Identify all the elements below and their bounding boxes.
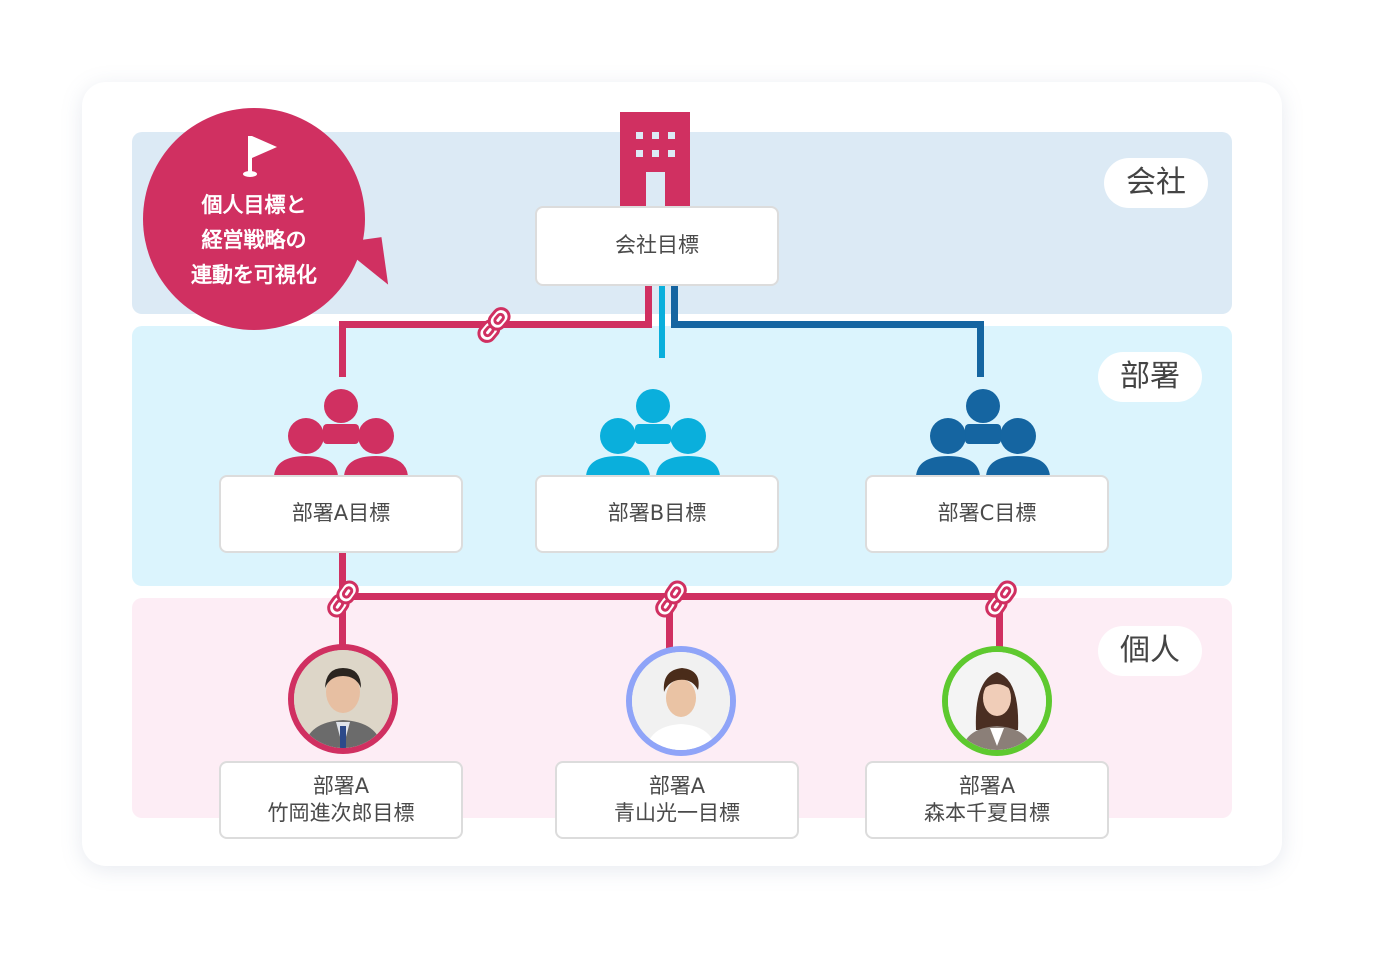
flag-icon	[243, 136, 277, 177]
department-c-goal-box: 部署C目標	[865, 475, 1109, 553]
department-b-goal-box: 部署B目標	[535, 475, 779, 553]
individual-3-goal: 森本千夏目標	[924, 801, 1050, 825]
tier-label-company: 会社	[1104, 158, 1208, 208]
avatar-individual-1	[288, 644, 398, 754]
department-c-goal-label: 部署C目標	[937, 501, 1037, 526]
individual-3-goal-box: 部署A 森本千夏目標	[865, 761, 1109, 839]
connector-company-c-vertical	[671, 284, 678, 328]
department-a-goal-box: 部署A目標	[219, 475, 463, 553]
person-photo	[632, 652, 730, 750]
individual-1-goal-box: 部署A 竹岡進次郎目標	[219, 761, 463, 839]
connector-company-a-vertical	[645, 284, 652, 328]
callout-line-1: 個人目標と	[201, 193, 307, 217]
connector-company-b	[659, 284, 665, 358]
individual-2-department: 部署A	[648, 773, 706, 798]
individual-3-department: 部署A	[958, 773, 1016, 798]
callout-line-3: 連動を可視化	[191, 263, 317, 287]
callout-line-2: 経営戦略の	[201, 228, 307, 252]
tier-label-individual: 個人	[1098, 626, 1202, 676]
avatar-individual-2	[626, 646, 736, 756]
link-icon	[655, 580, 687, 618]
building-icon	[620, 112, 690, 208]
person-photo	[948, 652, 1046, 750]
individual-2-goal: 青山光一目標	[614, 801, 740, 825]
department-a-goal-label: 部署A目標	[291, 501, 391, 526]
link-icon	[477, 307, 511, 343]
person-photo	[294, 650, 392, 748]
connector-to-individual-2	[666, 593, 673, 649]
connector-c-drop	[977, 321, 984, 377]
link-icon	[985, 580, 1017, 618]
link-icon	[327, 580, 359, 618]
individual-2-goal-box: 部署A 青山光一目標	[555, 761, 799, 839]
callout-bubble: 個人目標と 経営戦略の 連動を可視化	[143, 108, 365, 330]
tier-label-department: 部署	[1098, 352, 1202, 402]
individual-1-goal: 竹岡進次郎目標	[267, 801, 415, 825]
avatar-individual-3	[942, 646, 1052, 756]
company-goal-label: 会社目標	[615, 233, 699, 258]
connector-company-c-horizontal	[671, 321, 984, 328]
group-icon-department-b	[586, 389, 720, 476]
connector-to-individual-3	[996, 593, 1003, 649]
group-icon-department-c	[916, 389, 1050, 476]
group-icon-department-a	[274, 389, 408, 476]
department-b-goal-label: 部署B目標	[607, 501, 707, 526]
connector-a-drop	[339, 321, 346, 377]
individual-1-department: 部署A	[312, 773, 370, 798]
company-goal-box: 会社目標	[535, 206, 779, 286]
